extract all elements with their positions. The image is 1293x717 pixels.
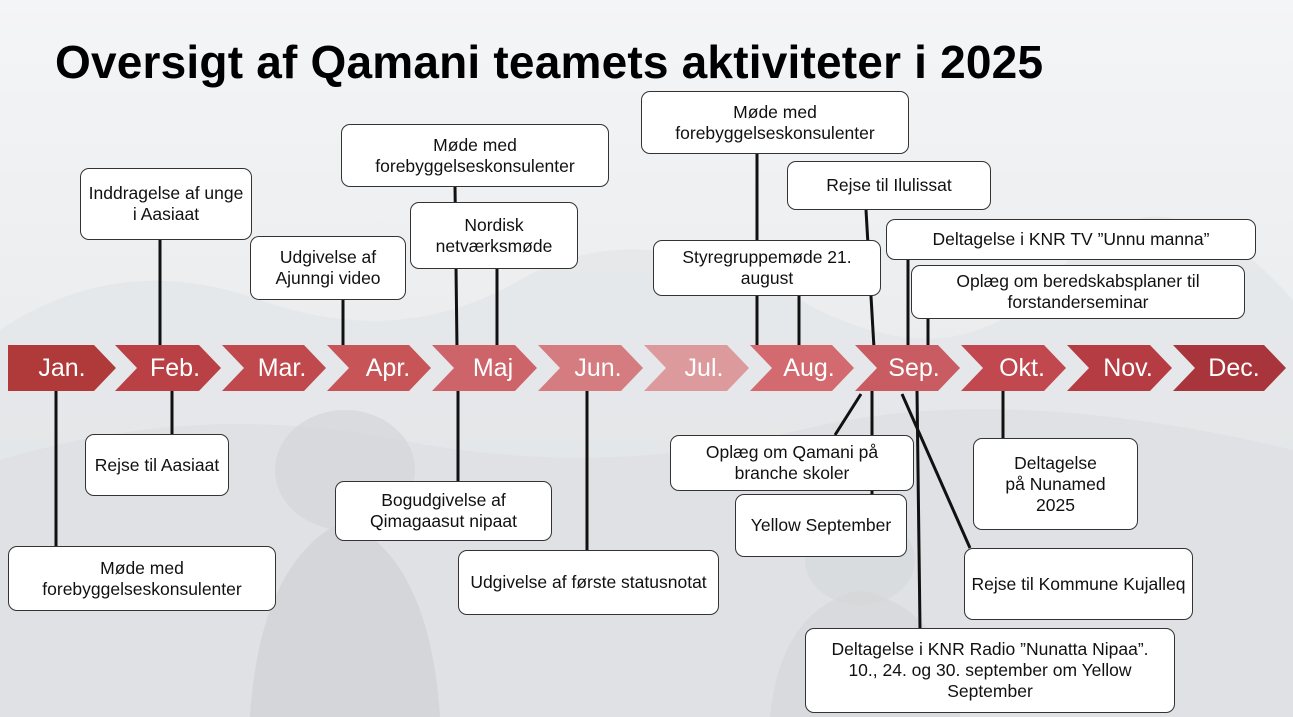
event-box-above: Rejse til Ilulissat: [787, 161, 991, 210]
event-box-below: Deltagelse i KNR Radio ”Nunatta Nipaa”. …: [805, 628, 1175, 713]
page-title: Oversigt af Qamani teamets aktiviteter i…: [55, 36, 1044, 88]
month-aug: Aug.: [783, 353, 835, 382]
month-feb: Feb.: [149, 353, 201, 382]
month-maj: Maj: [472, 353, 514, 382]
event-box-below: Oplæg om Qamani på branche skoler: [670, 435, 914, 491]
connector-line: [900, 393, 972, 549]
event-box-above: Styregruppemøde 21. august: [653, 240, 881, 296]
event-box-above: Deltagelse i KNR TV ”Unnu manna”: [886, 219, 1256, 260]
event-box-below: Udgivelse af første statusnotat: [458, 550, 719, 615]
event-box-above: Inddragelse af unge i Aasiaat: [80, 168, 252, 240]
month-chevron: [1067, 345, 1172, 391]
month-nov: Nov.: [1103, 353, 1153, 382]
month-chevron: [855, 345, 960, 391]
event-box-below: Rejse til Kommune Kujalleq: [964, 548, 1193, 620]
month-jan: Jan.: [38, 353, 86, 382]
event-box-above: Nordisk netværksmøde: [410, 202, 578, 269]
event-box-below: Bogudgivelse af Qimagaasut nipaat: [335, 481, 552, 541]
month-chevron: [8, 345, 116, 391]
month-mar: Mar.: [257, 353, 307, 382]
event-box-below: Deltagelse på Nunamed 2025: [973, 438, 1138, 530]
event-box-below: Rejse til Aasiaat: [85, 434, 229, 496]
month-dec: Dec.: [1208, 353, 1260, 382]
month-jul: Jul.: [684, 353, 724, 382]
month-chevron: [644, 345, 749, 391]
month-jun: Jun.: [574, 353, 622, 382]
month-chevron: [327, 345, 431, 391]
connector-line: [833, 393, 863, 436]
month-chevron: [222, 345, 326, 391]
month-okt: Okt.: [999, 353, 1045, 382]
event-box-above: Oplæg om beredskabsplaner til forstander…: [911, 265, 1245, 319]
event-box-above: Udgivelse af Ajunngi video: [250, 236, 406, 300]
month-apr: Apr.: [365, 353, 411, 382]
month-sep: Sep.: [888, 353, 940, 382]
event-box-above: Møde med forebyggelseskonsulenter: [341, 124, 609, 187]
month-chevron: [750, 345, 854, 391]
event-box-below: Møde med forebyggelseskonsulenter: [8, 546, 276, 611]
month-chevron: [1173, 345, 1286, 391]
month-chevron: [432, 345, 537, 391]
month-chevron: [115, 345, 221, 391]
event-box-above: Møde med forebyggelseskonsulenter: [641, 91, 909, 154]
month-chevron: [538, 345, 643, 391]
month-chevron: [961, 345, 1066, 391]
event-box-below: Yellow September: [735, 494, 907, 557]
